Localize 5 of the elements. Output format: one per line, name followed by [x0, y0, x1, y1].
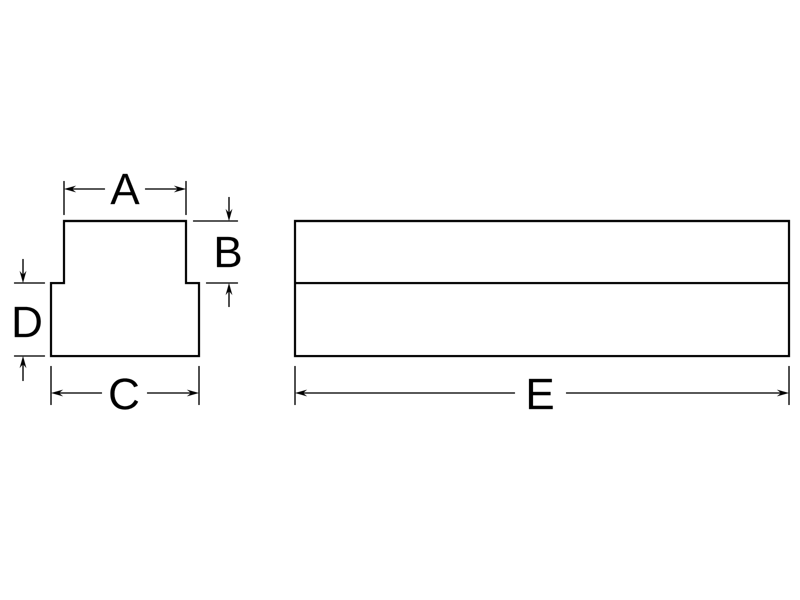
dimension-label: B [216, 236, 240, 268]
dimension-label: C [110, 378, 138, 410]
dimension-label: D [14, 306, 41, 338]
dimension-label: E [528, 378, 553, 410]
dimension-label: A [110, 174, 140, 204]
